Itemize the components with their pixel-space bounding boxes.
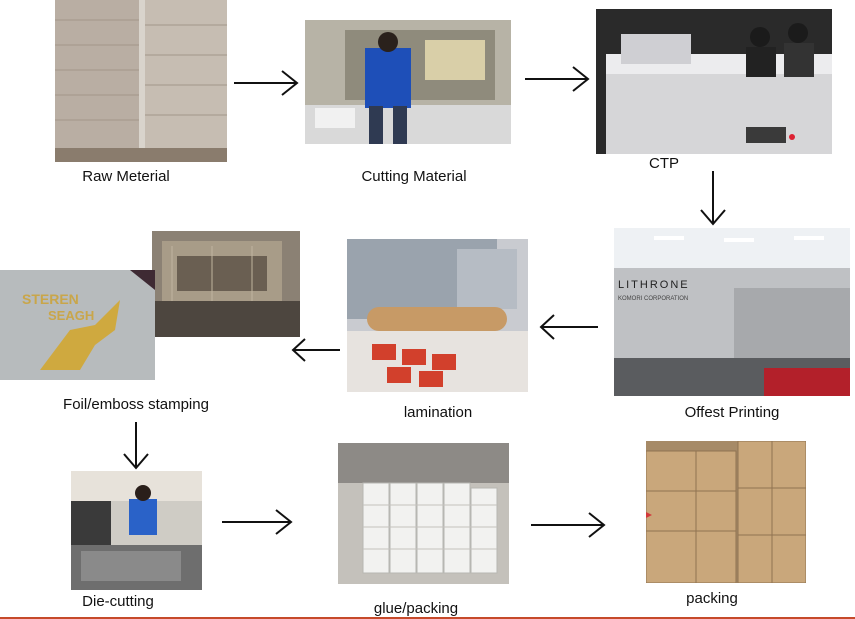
step-label-offset-printing: Offest Printing bbox=[684, 404, 780, 421]
steren-text-1: STEREN bbox=[22, 291, 79, 307]
die-cutting-photo bbox=[71, 471, 202, 590]
arrow-left-icon bbox=[291, 338, 340, 362]
ctp-machine-photo bbox=[596, 9, 832, 154]
arrow-down-icon bbox=[123, 422, 149, 470]
foil-stamped-card-photo: STEREN SEAGH bbox=[0, 270, 155, 380]
arrow-right-icon bbox=[531, 512, 606, 538]
step-label-foil-emboss: Foil/emboss stamping bbox=[63, 396, 209, 413]
steren-text-2: SEAGH bbox=[48, 308, 94, 323]
foil-stamping-machine-photo bbox=[152, 231, 300, 337]
lithrone-brand-text: LITHRONE bbox=[618, 279, 690, 291]
step-label-die-cutting: Die-cutting bbox=[82, 593, 154, 610]
bottom-accent-line bbox=[0, 617, 855, 619]
arrow-right-icon bbox=[525, 66, 590, 92]
arrow-right-icon bbox=[222, 509, 293, 535]
packing-boxes-photo bbox=[646, 441, 806, 583]
step-label-packing: packing bbox=[686, 590, 738, 607]
step-label-raw-material: Raw Meterial bbox=[82, 168, 170, 185]
raw-material-photo bbox=[55, 0, 227, 162]
cutting-material-photo bbox=[305, 20, 511, 144]
step-label-cutting-material: Cutting Material bbox=[361, 168, 467, 185]
step-label-glue-packing: glue/packing bbox=[373, 600, 459, 617]
arrow-right-icon bbox=[234, 70, 299, 96]
step-label-lamination: lamination bbox=[403, 404, 473, 421]
glue-packing-photo bbox=[338, 443, 509, 584]
arrow-down-icon bbox=[700, 171, 726, 226]
arrow-left-icon bbox=[539, 314, 598, 340]
komori-brand-text: KOMORI CORPORATION bbox=[618, 296, 688, 302]
lamination-photo bbox=[347, 239, 528, 392]
offset-printing-photo: LITHRONE KOMORI CORPORATION bbox=[614, 228, 850, 396]
step-label-ctp: CTP bbox=[649, 155, 679, 172]
